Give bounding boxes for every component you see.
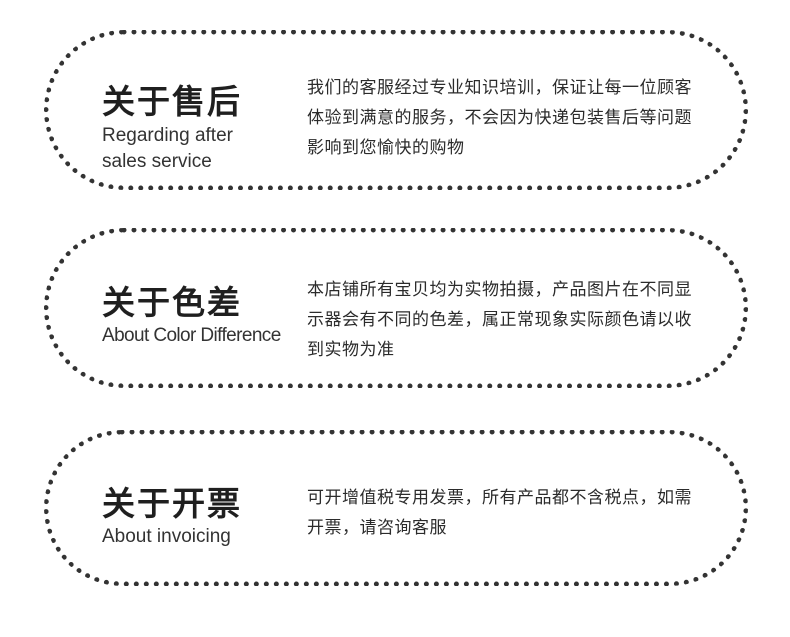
invoicing-title: 关于开票 xyxy=(102,484,242,523)
after-sales-title: 关于售后 xyxy=(102,82,242,121)
color-difference-subtitle: About Color Difference xyxy=(102,325,281,346)
invoicing-description: 可开增值税专用发票，所有产品都不含税点，如需开票，请咨询客服 xyxy=(307,488,692,538)
invoicing-card: 关于开票 About invoicing 可开增值税专用发票，所有产品都不含税点… xyxy=(44,430,748,586)
invoicing-subtitle: About invoicing xyxy=(102,526,231,547)
after-sales-card: 关于售后 Regarding after sales service 我们的客服… xyxy=(44,30,748,190)
after-sales-subtitle: Regarding after sales service xyxy=(102,125,233,172)
color-difference-title: 关于色差 xyxy=(102,283,242,322)
after-sales-description: 我们的客服经过专业知识培训，保证让每一位顾客体验到满意的服务，不会因为快递包装售… xyxy=(307,78,692,158)
color-difference-card: 关于色差 About Color Difference 本店铺所有宝贝均为实物拍… xyxy=(44,228,748,388)
color-difference-description: 本店铺所有宝贝均为实物拍摄，产品图片在不同显示器会有不同的色差，属正常现象实际颜… xyxy=(307,280,692,360)
